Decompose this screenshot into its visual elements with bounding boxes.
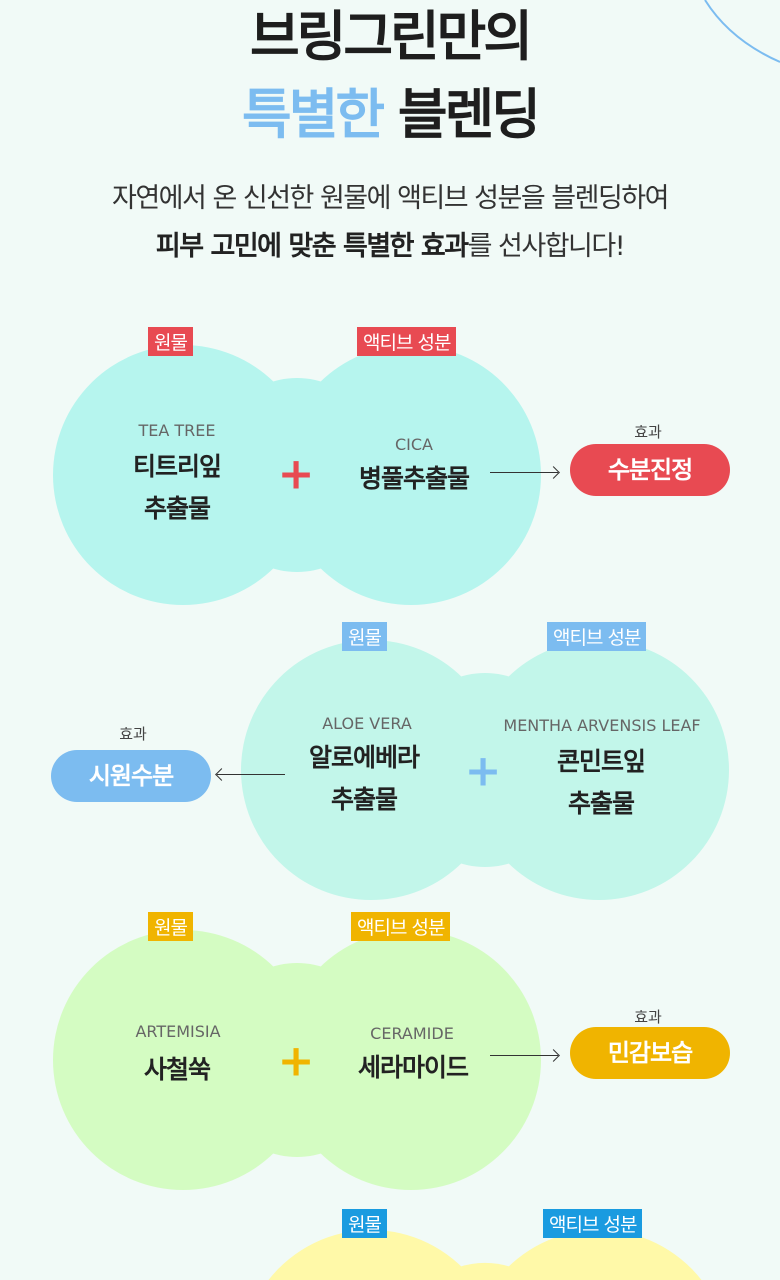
- active-name-ko: 병풀추출물: [358, 464, 470, 493]
- raw-name-en: ARTEMISIA: [135, 1022, 221, 1041]
- effect-badge: 수분진정: [570, 444, 730, 496]
- active-tag: 액티브 성분: [351, 912, 451, 941]
- active-tag: 액티브 성분: [357, 327, 457, 356]
- effect-badge: 시원수분: [51, 750, 211, 802]
- page-title-line2: 특별한 블렌딩: [0, 70, 780, 149]
- title-accent: 특별한: [242, 83, 385, 146]
- plus-icon: +: [277, 448, 315, 500]
- raw-name-en: ALOE VERA: [322, 714, 412, 733]
- active-name-en: CICA: [394, 435, 434, 454]
- raw-name-ko-line2: 추출물: [330, 785, 398, 814]
- raw-tag: 원물: [342, 1209, 387, 1238]
- arrow-right-icon: [490, 1055, 558, 1056]
- raw-tag: 원물: [148, 327, 193, 356]
- blend-blob-3: [53, 930, 541, 1190]
- description-bold: 피부 고민에 맞춘 특별한 효과: [155, 231, 469, 262]
- plus-icon: +: [277, 1035, 315, 1087]
- description-rest: 를 선사합니다!: [467, 231, 626, 262]
- effect-badge: 민감보습: [570, 1027, 730, 1079]
- arrow-left-icon: [217, 774, 285, 775]
- raw-name-ko-line1: 알로에베라: [308, 743, 420, 772]
- blend-blob-4: [268, 1229, 702, 1280]
- active-name-ko: 세라마이드: [357, 1053, 469, 1082]
- page-title-line1: 브링그린만의: [249, 5, 533, 68]
- description-line2: 피부 고민에 맞춘 특별한 효과를 선사합니다!: [0, 224, 780, 263]
- effect-label: 효과: [634, 1008, 662, 1026]
- title-rest: 블렌딩: [397, 83, 541, 146]
- raw-name-en: TEA TREE: [138, 421, 216, 440]
- active-name-ko-line1: 콘민트잎: [556, 747, 646, 776]
- plus-icon: +: [464, 745, 502, 797]
- effect-label: 효과: [119, 725, 147, 743]
- blend-blob-1: [53, 345, 541, 605]
- effect-label: 효과: [634, 423, 662, 441]
- raw-name-ko: 사철쑥: [143, 1055, 211, 1084]
- raw-name-ko-line2: 추출물: [143, 494, 211, 523]
- raw-name-ko-line1: 티트리잎: [132, 452, 222, 481]
- active-name-en: MENTHA ARVENSIS LEAF: [503, 716, 701, 735]
- raw-tag: 원물: [148, 912, 193, 941]
- active-name-en: CERAMIDE: [370, 1024, 454, 1043]
- active-name-ko-line2: 추출물: [567, 789, 635, 818]
- description-line1: 자연에서 온 신선한 원물에 액티브 성분을 블렌딩하여: [112, 183, 669, 214]
- active-tag: 액티브 성분: [547, 622, 647, 651]
- blend-blob-2: [241, 640, 729, 900]
- decorative-arc: [704, 0, 780, 63]
- arrow-right-icon: [490, 472, 558, 473]
- raw-tag: 원물: [342, 622, 387, 651]
- active-tag: 액티브 성분: [543, 1209, 643, 1238]
